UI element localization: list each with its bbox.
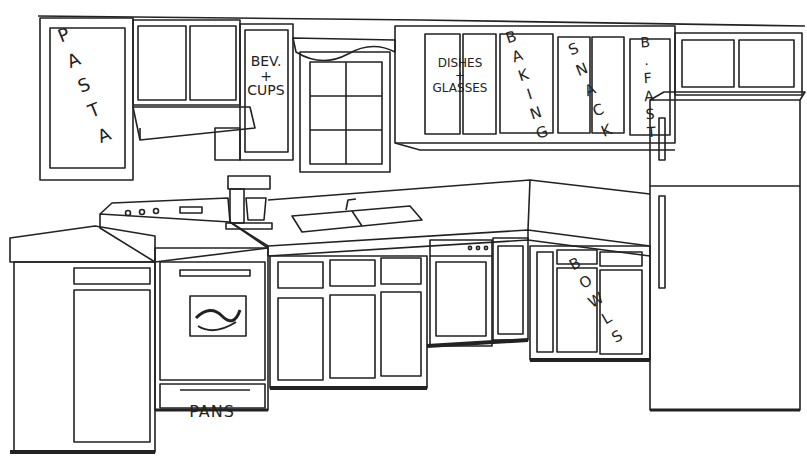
cabinet-label: BAKING	[500, 27, 552, 146]
cabinet-label: BEV. + CUPS	[247, 54, 284, 98]
cabinet-label: DISHES + GLASSES	[433, 57, 488, 95]
cabinet-label: B.FAST	[637, 34, 659, 143]
cabinet-label: PASTA	[50, 22, 118, 154]
cabinet-label: PANS	[189, 404, 235, 421]
